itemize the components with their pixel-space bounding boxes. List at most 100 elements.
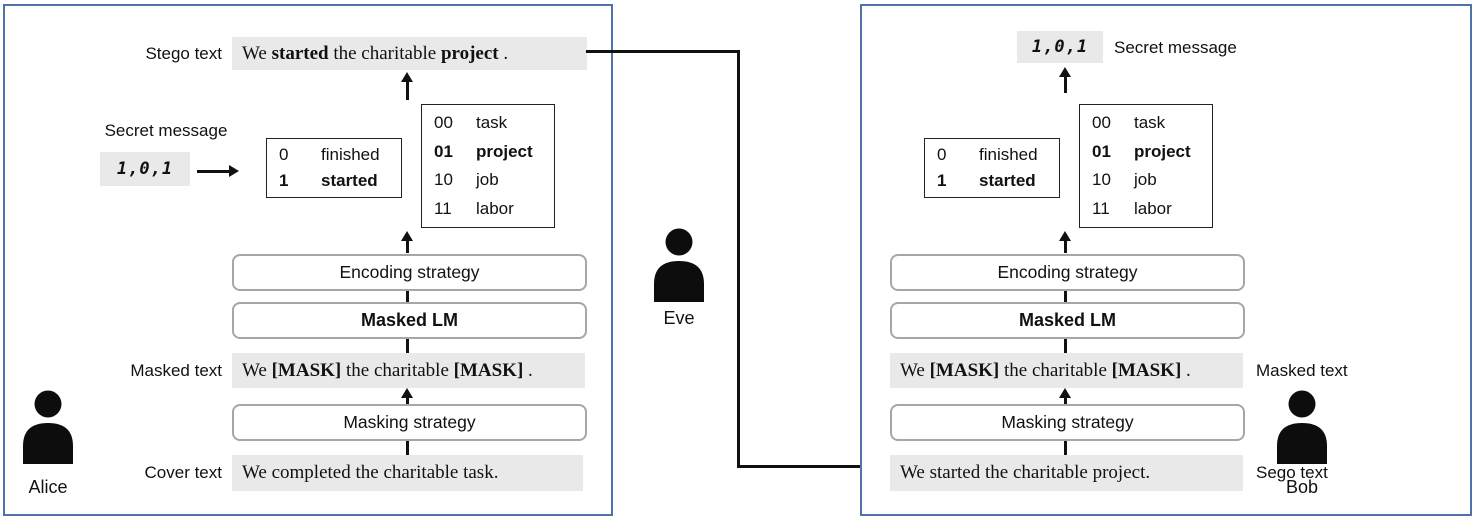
candidate-word: started bbox=[321, 171, 378, 190]
flow-line bbox=[197, 170, 231, 173]
table-row: 0 finished bbox=[937, 145, 1059, 165]
masked-text-part: We bbox=[900, 359, 930, 381]
encoding-strategy-box: Encoding strategy bbox=[232, 254, 587, 291]
candidate-word: labor bbox=[1134, 198, 1172, 218]
candidate-word: project bbox=[476, 141, 533, 161]
transmission-line bbox=[737, 465, 878, 468]
stego-text-part: the charitable bbox=[328, 42, 441, 64]
masked-text-part: . bbox=[1181, 359, 1191, 381]
masked-text-part: We bbox=[242, 359, 272, 381]
masked-text-part: the charitable bbox=[341, 359, 454, 381]
person-icon bbox=[654, 228, 704, 302]
encoding-strategy-box: Encoding strategy bbox=[890, 254, 1245, 291]
mask-token: [MASK] bbox=[453, 359, 524, 381]
candidate-word: project bbox=[1134, 141, 1191, 161]
arrow-right-icon bbox=[229, 165, 239, 177]
masked-text-label: Masked text bbox=[130, 361, 222, 380]
arrow-up-icon bbox=[401, 388, 413, 398]
stego-text-part: . bbox=[498, 42, 509, 64]
mask-token: [MASK] bbox=[929, 359, 1000, 381]
flow-line bbox=[406, 80, 409, 100]
candidate-word: job bbox=[1134, 170, 1157, 190]
bit-code: 10 bbox=[434, 170, 453, 190]
arrow-up-icon bbox=[1059, 388, 1071, 398]
stego-text-part: We bbox=[242, 42, 272, 64]
alice-name: Alice bbox=[28, 477, 68, 497]
alice-avatar bbox=[20, 390, 76, 464]
table-row: 1 started bbox=[937, 171, 1059, 191]
bit-code: 01 bbox=[1092, 141, 1111, 161]
flow-line bbox=[1064, 75, 1067, 93]
stego-text-box: We started the charitable project . bbox=[232, 37, 587, 70]
cover-text-label: Cover text bbox=[144, 463, 222, 482]
masked-lm-box: Masked LM bbox=[232, 302, 587, 339]
flow-line bbox=[406, 240, 409, 253]
secret-message-label: Secret message bbox=[1114, 38, 1237, 57]
masked-text-label: Masked text bbox=[1256, 361, 1348, 380]
sego-text-box: We started the charitable project. bbox=[890, 455, 1243, 491]
masking-strategy-box: Masking strategy bbox=[232, 404, 587, 441]
sego-text: We started the charitable project. bbox=[900, 462, 1151, 483]
one-bit-code-table: 0 finished 1 started bbox=[924, 138, 1060, 198]
arrow-up-icon bbox=[1059, 67, 1071, 77]
arrow-up-icon bbox=[1059, 231, 1071, 241]
flow-line bbox=[406, 441, 409, 455]
bit-code: 00 bbox=[1092, 113, 1111, 133]
masked-text-part: . bbox=[523, 359, 533, 381]
bit-code: 11 bbox=[434, 198, 452, 218]
mask-token: [MASK] bbox=[271, 359, 342, 381]
flow-line bbox=[1064, 339, 1067, 353]
flow-line bbox=[406, 339, 409, 353]
flow-line bbox=[406, 396, 409, 404]
flow-line bbox=[1064, 441, 1067, 455]
cover-text-box: We completed the charitable task. bbox=[232, 455, 583, 491]
table-row: 11 labor bbox=[434, 199, 554, 219]
bit-code: 1 bbox=[279, 171, 289, 190]
bit-code: 00 bbox=[434, 113, 453, 133]
sego-text-label: Sego text bbox=[1256, 463, 1328, 482]
candidate-word: started bbox=[979, 171, 1036, 190]
arrow-up-icon bbox=[401, 231, 413, 241]
transmission-line bbox=[586, 50, 740, 53]
table-row: 10 job bbox=[434, 170, 554, 190]
table-row: 11 labor bbox=[1092, 199, 1212, 219]
eve-avatar bbox=[651, 228, 707, 302]
masked-text-part: the charitable bbox=[999, 359, 1112, 381]
bit-code: 0 bbox=[937, 145, 947, 164]
arrow-up-icon bbox=[401, 72, 413, 82]
masking-strategy-box: Masking strategy bbox=[890, 404, 1245, 441]
person-icon bbox=[1277, 390, 1327, 464]
person-icon bbox=[23, 390, 73, 464]
transmission-line bbox=[737, 50, 740, 468]
masked-text-box: We [MASK] the charitable [MASK] . bbox=[890, 353, 1243, 388]
secret-message-value: 1,0,1 bbox=[100, 152, 190, 186]
bit-code: 0 bbox=[279, 145, 289, 164]
candidate-word: job bbox=[476, 170, 499, 190]
candidate-word: finished bbox=[321, 145, 380, 164]
eve-name: Eve bbox=[663, 308, 695, 328]
flow-line bbox=[1064, 291, 1067, 302]
stego-text-bold: started bbox=[271, 42, 329, 64]
bob-name: Bob bbox=[1285, 477, 1319, 497]
masked-lm-box: Masked LM bbox=[890, 302, 1245, 339]
candidate-word: labor bbox=[476, 198, 514, 218]
flow-line bbox=[1064, 240, 1067, 253]
secret-message-value: 1,0,1 bbox=[1017, 31, 1103, 63]
bit-code: 1 bbox=[937, 171, 947, 190]
bit-code: 11 bbox=[1092, 198, 1110, 218]
stego-text-label: Stego text bbox=[145, 44, 222, 63]
candidate-word: finished bbox=[979, 145, 1038, 164]
mask-token: [MASK] bbox=[1111, 359, 1182, 381]
one-bit-code-table: 0 finished 1 started bbox=[266, 138, 402, 198]
stego-text-bold: project bbox=[440, 42, 499, 64]
masked-text-box: We [MASK] the charitable [MASK] . bbox=[232, 353, 585, 388]
cover-text: We completed the charitable task. bbox=[242, 462, 499, 483]
secret-message-label: Secret message bbox=[104, 121, 228, 140]
table-row: 1 started bbox=[279, 171, 401, 191]
